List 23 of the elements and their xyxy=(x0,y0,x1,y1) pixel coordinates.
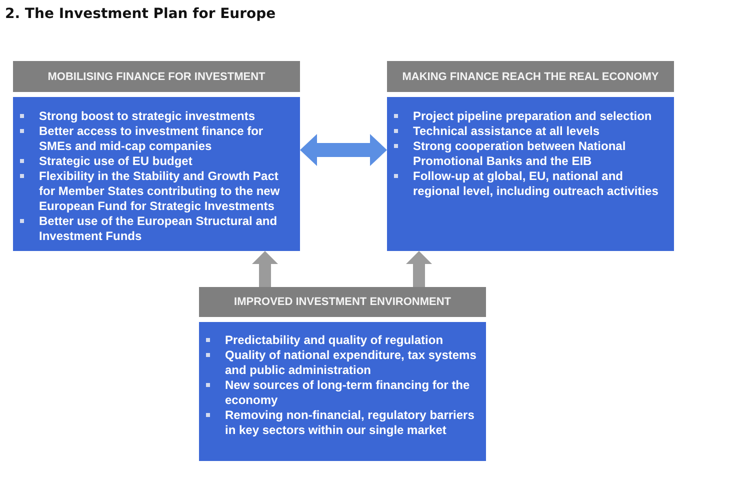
bullet-text: Strategic use of EU budget xyxy=(39,154,192,168)
bullet-text: Predictability and quality of regulation xyxy=(225,333,444,347)
section-header: IMPROVED INVESTMENT ENVIRONMENT xyxy=(199,287,486,317)
section-header: MOBILISING FINANCE FOR INVESTMENT xyxy=(13,61,300,92)
bullet-text: Project pipeline preparation and selection xyxy=(413,109,652,123)
content-panel xyxy=(199,322,486,461)
bullet-text: Strong cooperation between National Promotional Banks and the EIB xyxy=(413,139,626,168)
diagram-title: 2. The Investment Plan for Europe xyxy=(5,6,276,22)
bullet-text: Flexibility in the Stability and Growth Pact for Member States contributing to the new European Fund for Strategic Investments xyxy=(39,169,280,213)
arrow xyxy=(406,251,432,287)
bullet-text: Strong boost to strategic investments xyxy=(39,109,256,123)
bullet-text: Better use of the European Structural and Investment Funds xyxy=(39,214,278,243)
bullet-text: Technical assistance at all levels xyxy=(413,124,600,138)
bullet-text: Removing non-financial, regulatory barriers in key sectors within our single market xyxy=(225,408,474,437)
section-header: MAKING FINANCE REACH THE REAL ECONOMY xyxy=(387,61,674,92)
content-panel xyxy=(387,97,674,251)
bullet-text: Better access to investment finance for SMEs and mid-cap companies xyxy=(39,124,264,153)
arrow xyxy=(252,251,278,287)
bullet-text: New sources of long-term financing for the economy xyxy=(225,378,470,407)
bullet-text: Quality of national expenditure, tax systems and public administration xyxy=(225,348,476,377)
content-panel xyxy=(13,97,300,251)
double-arrow xyxy=(300,134,387,166)
bullet-text: Follow-up at global, EU, national and regional level, including outreach activities xyxy=(413,169,658,198)
